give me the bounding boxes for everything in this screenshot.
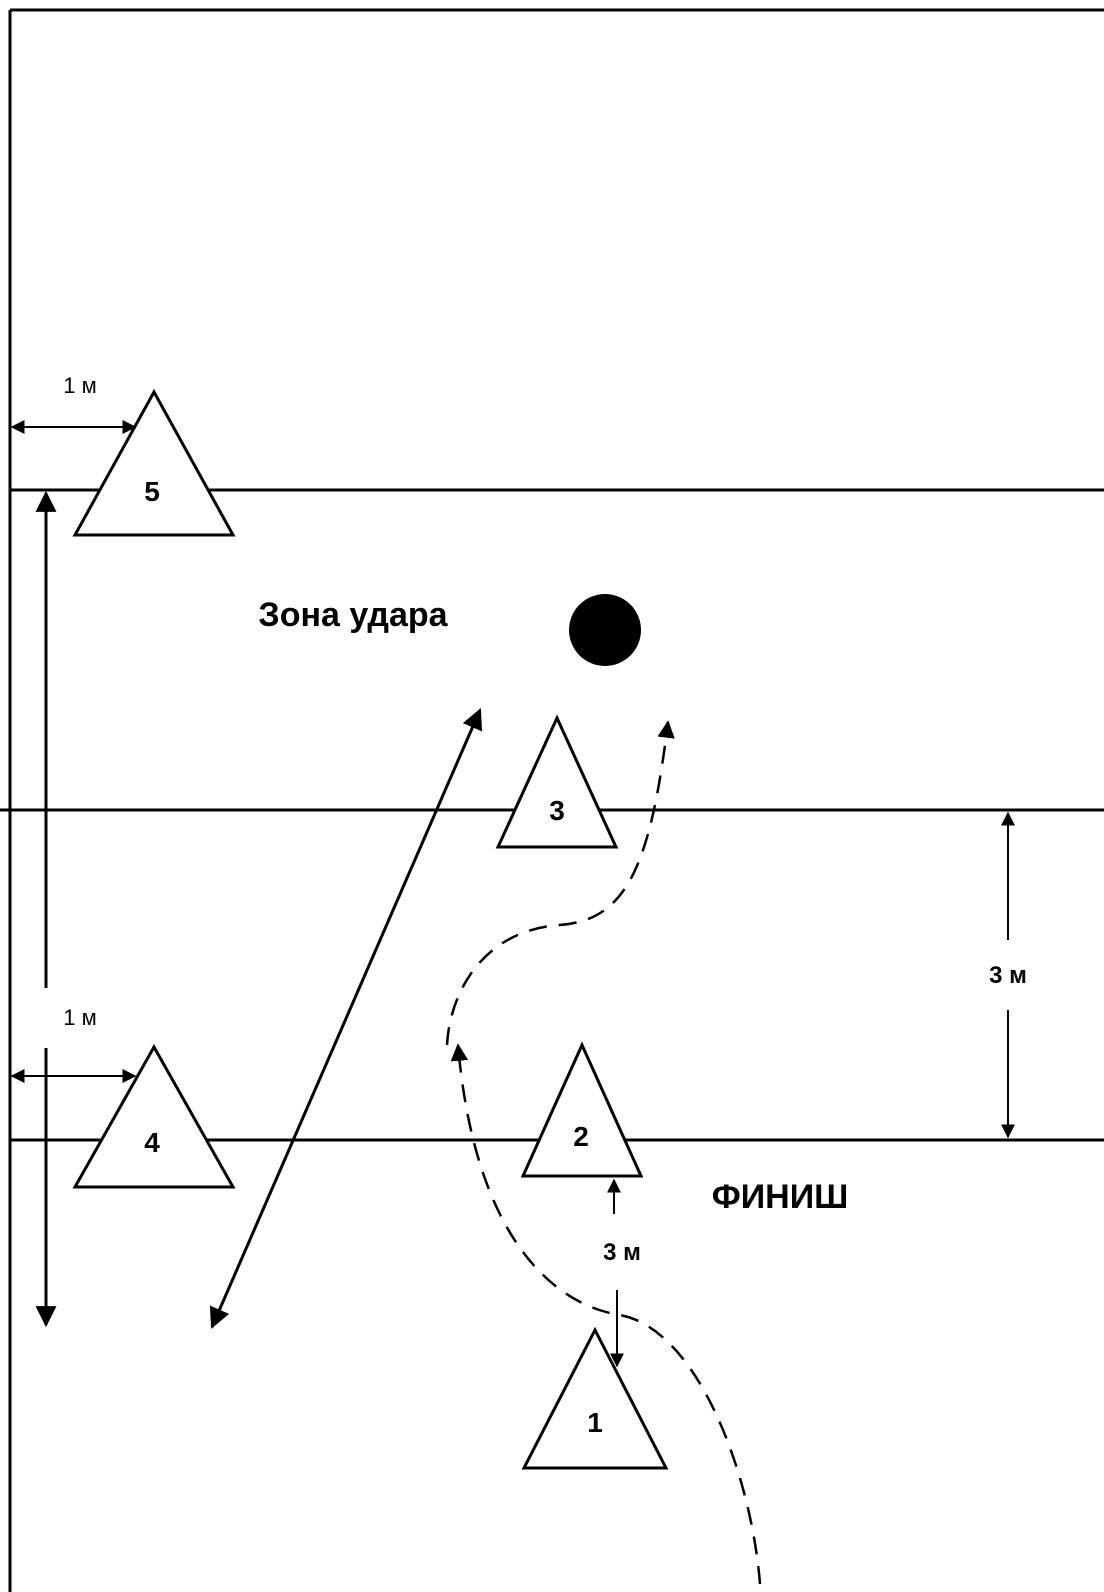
diagonal-run-arrow: [209, 708, 483, 1329]
right-distance-label: 3 м: [989, 962, 1027, 989]
dribble-path-upper: [445, 720, 675, 1046]
cone-number: 2: [573, 1121, 589, 1152]
center-distance-label: 3 м: [603, 1239, 641, 1266]
field-boundary: [8, 8, 1104, 1592]
side-distance-label-bottom: 1 м: [63, 1005, 96, 1030]
zone-label: Зона удара: [258, 596, 448, 634]
side-distance-label-top: 1 м: [63, 373, 96, 398]
ball-icon: [569, 594, 641, 666]
cone-4: 4: [72, 1043, 236, 1189]
cone-number: 3: [549, 795, 565, 826]
cone-3: 3: [495, 714, 619, 849]
cone-number: 1: [587, 1407, 603, 1438]
cone-2: 2: [520, 1041, 644, 1178]
cone-5: 5: [72, 388, 236, 537]
cone-1: 1: [521, 1326, 669, 1470]
cone-number: 5: [144, 476, 160, 507]
finish-label: ФИНИШ: [712, 1178, 849, 1216]
cone-number: 4: [144, 1127, 160, 1158]
